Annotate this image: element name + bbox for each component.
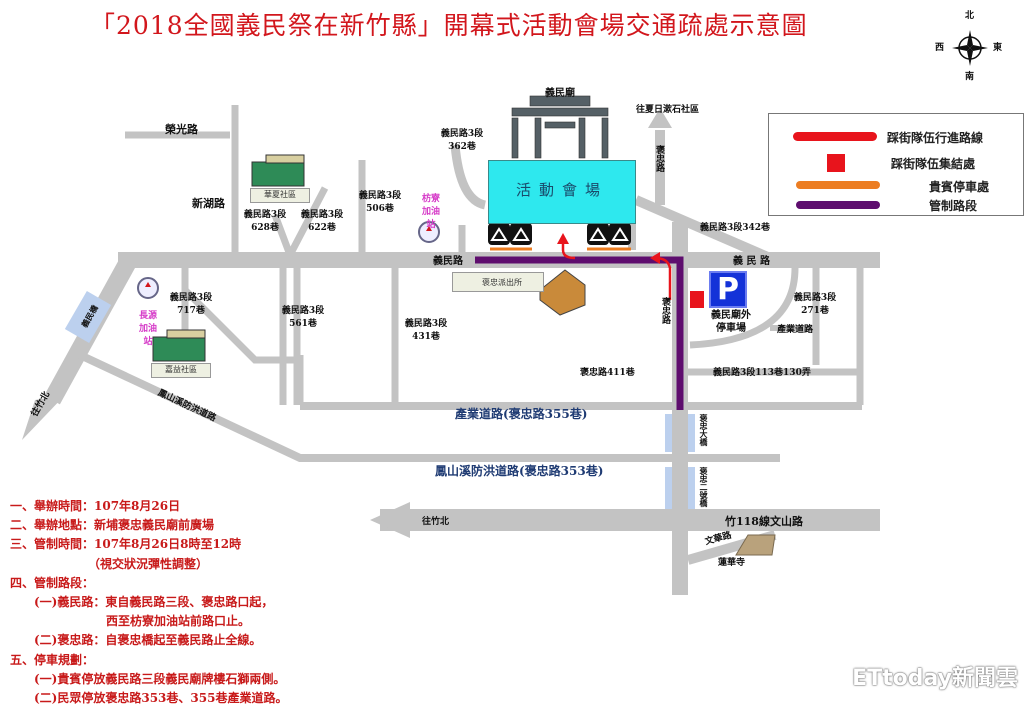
- community-label: 華夏社區: [250, 188, 310, 203]
- map-legend: 踩街隊伍行進路線 踩街隊伍集結處 貴賓停車處 管制路段: [768, 113, 1024, 216]
- note-line: 西至枋寮加油站前路口止。: [10, 614, 251, 629]
- note-line: 三、管制時間：107年8月26日8時至12時: [10, 537, 242, 552]
- note-line: 四、管制路段：: [10, 575, 95, 590]
- road-label: 往竹北: [422, 517, 450, 527]
- compass-east: 東: [993, 43, 1003, 53]
- road-label: 竹118線文山路: [725, 515, 803, 528]
- road-label: 新湖路: [192, 197, 225, 210]
- road-label: 榮光路: [165, 123, 198, 136]
- road-label: 產業道路: [777, 325, 814, 335]
- community-label: 嘉益社區: [151, 363, 211, 378]
- legend-parade-line: [793, 132, 877, 141]
- note-line: 二、舉辦地點：新埔褒忠義民廟前廣場: [10, 518, 215, 533]
- road-label: 義民路3段506巷: [358, 191, 402, 214]
- bridge-label: 褒忠大橋: [699, 414, 709, 446]
- event-notes: 一、舉辦時間：107年8月26日 二、舉辦地點：新埔褒忠義民廟前廣場 三、管制時…: [10, 497, 287, 708]
- gas-station-icon-fangliao: [418, 221, 440, 243]
- road-label: 義民路3段342巷: [700, 223, 771, 233]
- legend-label: 管制路段: [929, 199, 978, 213]
- road-label: 褒忠路411巷: [580, 368, 635, 378]
- police-station-icon: [539, 269, 586, 316]
- legend-item: 貴賓停車處: [769, 176, 1023, 196]
- road-label: 往夏日漱石社區: [636, 105, 700, 115]
- road-flood: [78, 351, 780, 462]
- legend-assembly-square: [827, 154, 845, 172]
- road-label: 義民路: [433, 256, 463, 267]
- note-line: (二)民眾停放褒忠路353巷、355巷產業道路。: [10, 691, 288, 706]
- bridge-yimin: [64, 290, 112, 344]
- controlled-segment: [475, 256, 684, 410]
- page-title: 「2018全國義民祭在新竹縣」開幕式活動會場交通疏處示意圖: [90, 11, 808, 40]
- road-label: 義民路3段628巷: [243, 210, 287, 233]
- road-label: 義民路3段271巷: [793, 293, 837, 316]
- road-label: 義 民 路: [733, 256, 770, 267]
- venue-label: 活動會場: [515, 181, 608, 199]
- note-line: (一)貴賓停放義民路三段義民廟牌樓石獅兩側。: [10, 671, 286, 686]
- temple-label: 義民廟: [545, 88, 575, 99]
- road-label: 義民路3段717巷: [169, 293, 213, 316]
- note-line: (一)義民路：東自義民路三段、褒忠路口起，: [10, 595, 274, 610]
- tent-icons: [488, 223, 631, 245]
- compass: 北 南 西 東: [935, 10, 1005, 85]
- road-label: 義民路3段113巷130弄: [713, 368, 811, 378]
- watermark-logo: ETtoday新聞雲: [852, 666, 1018, 691]
- gas-station-label: 枋寮加油站: [421, 194, 440, 230]
- legend-label: 踩街隊伍行進路線: [887, 131, 984, 145]
- compass-south: 南: [965, 72, 975, 82]
- bridge-label: 褒忠二號橋: [699, 467, 709, 507]
- legend-label: 踩街隊伍集結處: [891, 157, 976, 171]
- arrow-to-zhubei-sw: [22, 395, 65, 440]
- parade-arrow: [557, 233, 569, 244]
- legend-item: 踩街隊伍行進路線: [769, 127, 1023, 147]
- assembly-point: [690, 291, 704, 308]
- temple-label: 蓮華寺: [718, 558, 746, 568]
- road-label: 產業道路(褒忠路355巷): [455, 407, 588, 421]
- police-station-label: 褒忠派出所: [452, 272, 544, 292]
- road-label: 義民路3段622巷: [300, 210, 344, 233]
- lianhua-temple-icon: [735, 534, 776, 556]
- legend-item: 管制路段: [769, 196, 1023, 216]
- road-label: 褒忠路: [660, 297, 670, 324]
- legend-control-line: [796, 201, 880, 209]
- road-label: 義民路3段431巷: [404, 319, 448, 342]
- road-label: 義民路3段362巷: [440, 129, 484, 152]
- legend-guest-parking-line: [796, 181, 880, 189]
- compass-west: 西: [935, 43, 945, 53]
- note-line: (二)褒忠路：自褒忠橋起至義民路止全線。: [10, 633, 262, 648]
- event-venue: 活動會場: [488, 160, 636, 224]
- road-label: 義民路3段561巷: [281, 306, 325, 329]
- road-label: 褒忠路: [654, 145, 664, 172]
- road-label: 鳳山溪防洪道路(褒忠路353巷): [435, 464, 604, 478]
- legend-label: 貴賓停車處: [929, 180, 990, 194]
- legend-item: 踩街隊伍集結處: [769, 152, 1023, 172]
- note-line: 一、舉辦時間：107年8月26日: [10, 499, 181, 513]
- note-line: 五、停車規劃：: [10, 652, 95, 667]
- gas-station-icon-changyuan: [137, 277, 159, 299]
- house-icon-jiayi: [152, 329, 206, 362]
- house-icon-huaxia: [251, 154, 305, 187]
- road-map: [22, 95, 880, 595]
- gas-station-label: 長源加油站: [138, 311, 157, 347]
- compass-rose-icon: [952, 30, 988, 66]
- parking-icon: P: [709, 271, 747, 308]
- temple-archway-icon: [511, 95, 609, 159]
- arrow-to-xiari: [648, 108, 672, 128]
- compass-north: 北: [965, 11, 975, 21]
- note-line: （視交狀況彈性調整）: [10, 556, 209, 571]
- parking-label: 義民廟外停車場: [711, 310, 751, 334]
- arrow-to-zhubei-w: [370, 502, 410, 538]
